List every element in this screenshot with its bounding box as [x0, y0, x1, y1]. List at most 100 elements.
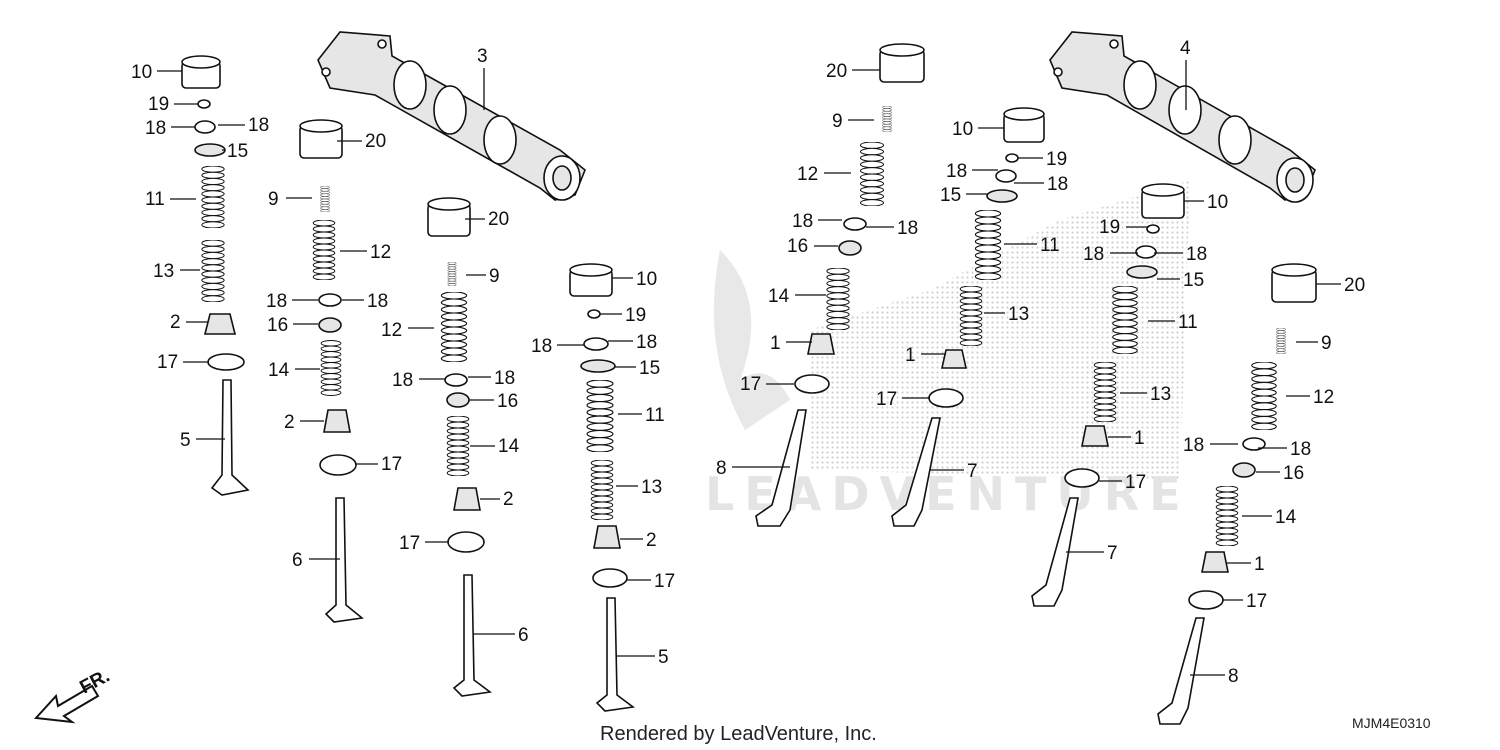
- valve-stack-g: [1031, 183, 1185, 607]
- callout-17: 17: [157, 352, 178, 373]
- callout-12: 12: [797, 164, 818, 185]
- tappet: [879, 43, 925, 83]
- callout-17: 17: [1125, 472, 1146, 493]
- callout-12: 12: [381, 320, 402, 341]
- callout-19: 19: [1046, 149, 1067, 170]
- callout-6: 6: [518, 625, 529, 646]
- callout-1: 1: [905, 345, 916, 366]
- callout-7: 7: [1107, 543, 1118, 564]
- callout-3: 3: [477, 46, 488, 67]
- callout-14: 14: [268, 360, 290, 381]
- callout-1: 1: [770, 333, 781, 354]
- callout-13: 13: [641, 477, 662, 498]
- callout-20: 20: [1344, 275, 1365, 296]
- callout-18: 18: [494, 368, 515, 389]
- front-direction-arrow-icon: [33, 684, 100, 724]
- callout-16: 16: [497, 391, 518, 412]
- callout-18: 18: [636, 332, 657, 353]
- tappet: [427, 197, 471, 237]
- callout-18: 18: [367, 291, 388, 312]
- diagram-code: MJM4E0310: [1352, 715, 1431, 731]
- callout-19: 19: [148, 94, 169, 115]
- valve-stack-d: [569, 263, 636, 712]
- callout-4: 4: [1180, 38, 1191, 59]
- callout-18: 18: [248, 115, 269, 136]
- callout-19: 19: [625, 305, 646, 326]
- callout-14: 14: [498, 436, 520, 457]
- callout-13: 13: [153, 261, 174, 282]
- callout-18: 18: [1047, 174, 1068, 195]
- tappet: [569, 263, 613, 297]
- callout-10: 10: [1207, 192, 1228, 213]
- callout-9: 9: [489, 266, 500, 287]
- callout-7: 7: [967, 461, 978, 482]
- callout-11: 11: [1178, 312, 1198, 333]
- callout-9: 9: [1321, 333, 1332, 354]
- callout-2: 2: [646, 530, 657, 551]
- callout-14: 14: [1275, 507, 1297, 528]
- callout-9: 9: [832, 111, 843, 132]
- callout-11: 11: [1040, 235, 1060, 256]
- callout-10: 10: [131, 62, 152, 83]
- callout-18: 18: [1186, 244, 1207, 265]
- callout-15: 15: [940, 185, 961, 206]
- callout-11: 11: [145, 189, 165, 210]
- callout-6: 6: [292, 550, 303, 571]
- valve-stack-c: [427, 197, 493, 697]
- callout-13: 13: [1150, 384, 1171, 405]
- callout-8: 8: [716, 458, 727, 479]
- callout-18: 18: [531, 336, 552, 357]
- callout-19: 19: [1099, 217, 1120, 238]
- callout-8: 8: [1228, 666, 1239, 687]
- callout-18: 18: [946, 161, 967, 182]
- callout-20: 20: [488, 209, 509, 230]
- callout-16: 16: [787, 236, 808, 257]
- valve-stack-a: [181, 55, 250, 496]
- callouts-left: 10 19 18 18 15 11 13 2 17 5 3 20 9 12 18…: [131, 46, 675, 668]
- callout-2: 2: [170, 312, 181, 333]
- callout-18: 18: [1290, 439, 1311, 460]
- front-direction-marker: FR.: [33, 666, 113, 724]
- callout-12: 12: [370, 242, 391, 263]
- callout-17: 17: [381, 454, 402, 475]
- callout-1: 1: [1134, 428, 1145, 449]
- callout-17: 17: [399, 533, 420, 554]
- callout-12: 12: [1313, 387, 1334, 408]
- tappet: [1271, 263, 1317, 303]
- callout-17: 17: [654, 571, 675, 592]
- callout-15: 15: [639, 358, 660, 379]
- callout-14: 14: [768, 286, 790, 307]
- callout-15: 15: [1183, 270, 1204, 291]
- callout-18: 18: [145, 118, 166, 139]
- callout-10: 10: [636, 269, 657, 290]
- tappet: [1141, 183, 1185, 219]
- callout-13: 13: [1008, 304, 1029, 325]
- callout-20: 20: [365, 131, 386, 152]
- tappet: [299, 119, 343, 159]
- callout-20: 20: [826, 61, 847, 82]
- callout-10: 10: [952, 119, 973, 140]
- callout-16: 16: [267, 315, 288, 336]
- callout-17: 17: [876, 389, 897, 410]
- callouts-right: 20 9 12 18 18 16 14 1 17 8 4 10 19 18 18…: [716, 38, 1365, 687]
- valve-stack-b: [299, 119, 364, 623]
- tappet: [1003, 107, 1045, 143]
- callout-9: 9: [268, 189, 279, 210]
- callout-15: 15: [227, 141, 248, 162]
- callout-17: 17: [1246, 591, 1267, 612]
- callout-18: 18: [792, 211, 813, 232]
- callout-18: 18: [1083, 244, 1104, 265]
- callout-18: 18: [1183, 435, 1204, 456]
- callout-2: 2: [284, 412, 295, 433]
- callout-2: 2: [503, 489, 514, 510]
- callout-11: 11: [645, 405, 665, 426]
- camshaft-3: [317, 31, 586, 201]
- callout-18: 18: [266, 291, 287, 312]
- valve-stack-e: [755, 43, 925, 527]
- callout-18: 18: [897, 218, 918, 239]
- callout-16: 16: [1283, 463, 1304, 484]
- callout-17: 17: [740, 374, 761, 395]
- credit-text: Rendered by LeadVenture, Inc.: [600, 723, 877, 745]
- callout-18: 18: [392, 370, 413, 391]
